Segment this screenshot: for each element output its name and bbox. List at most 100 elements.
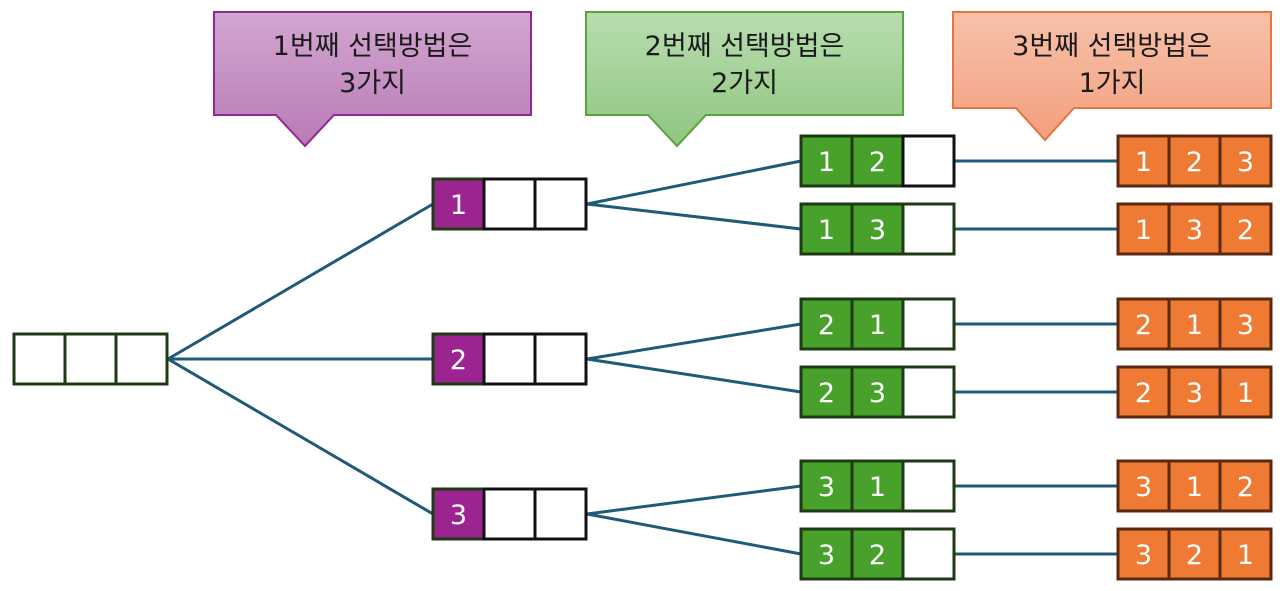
filled-slot (1167, 365, 1222, 419)
filled-slot (799, 527, 854, 581)
empty-slot (533, 487, 588, 541)
callout-line1: 1번째 선택방법은 (273, 31, 473, 62)
callout-line2: 2가지 (711, 68, 778, 99)
slot-digit: 3 (1135, 540, 1152, 571)
callout-line1: 2번째 선택방법은 (645, 31, 845, 62)
empty-slot (901, 202, 956, 256)
level3-node-2: 1 3 2 (1116, 202, 1273, 256)
edge-level1-to-level2-2 (586, 202, 802, 231)
slot-digit: 2 (1135, 378, 1152, 409)
edge-level1-to-level2-4 (586, 357, 802, 394)
level3-node-3: 2 1 3 (1116, 297, 1273, 351)
slot-digit: 2 (1186, 147, 1203, 178)
filled-slot (1218, 134, 1273, 188)
empty-slot (901, 365, 956, 419)
slot-digit: 2 (1186, 540, 1203, 571)
slot-digit: 1 (1135, 147, 1152, 178)
slot-digit: 1 (818, 147, 835, 178)
filled-slot (850, 297, 905, 351)
slot-digit: 3 (869, 378, 886, 409)
filled-slot (1116, 134, 1171, 188)
filled-slot (1167, 134, 1222, 188)
edge-root-to-level1-3 (167, 357, 434, 516)
filled-slot (1218, 297, 1273, 351)
filled-slot (431, 487, 486, 541)
level1-node-3: 3 (431, 487, 588, 541)
slot-digit: 3 (1186, 215, 1203, 246)
level3-node-1: 1 2 3 (1116, 134, 1273, 188)
edge-level1-to-level2-1 (586, 159, 802, 206)
empty-slot (482, 487, 537, 541)
empty-slot (901, 459, 956, 513)
slot-digit: 3 (818, 540, 835, 571)
slot-digit: 3 (1186, 378, 1203, 409)
slot-digit: 1 (450, 190, 467, 221)
slot-digit: 2 (869, 540, 886, 571)
slot-digit: 3 (1237, 147, 1254, 178)
callout-shape (213, 11, 532, 148)
filled-slot (1218, 365, 1273, 419)
filled-slot (799, 365, 854, 419)
callout-shape (952, 11, 1272, 142)
filled-slot (799, 134, 854, 188)
slot-digit: 2 (450, 345, 467, 376)
level1-node-2: 2 (431, 332, 588, 386)
empty-slot (533, 332, 588, 386)
edge-level1-to-level2-3 (586, 322, 802, 361)
slot-digit: 1 (1186, 310, 1203, 341)
filled-slot (850, 134, 905, 188)
empty-slot (482, 332, 537, 386)
callout-line1: 3번째 선택방법은 (1012, 31, 1212, 62)
empty-slot (901, 527, 956, 581)
slot-digit: 1 (1186, 472, 1203, 503)
callout-2: 2번째 선택방법은 2가지 (585, 11, 904, 148)
callout-3: 3번째 선택방법은 1가지 (952, 11, 1272, 142)
slot-digit: 1 (1237, 540, 1254, 571)
filled-slot (850, 459, 905, 513)
root-node (12, 332, 169, 386)
level1-node-1: 1 (431, 177, 588, 231)
callout-line2: 1가지 (1079, 68, 1146, 99)
filled-slot (1116, 459, 1171, 513)
slot-digit: 2 (1135, 310, 1152, 341)
slot-digit: 3 (1135, 472, 1152, 503)
callout-shape (585, 11, 904, 148)
slot-digit: 3 (1237, 310, 1254, 341)
empty-slot (63, 332, 118, 386)
slot-digit: 1 (1237, 378, 1254, 409)
filled-slot (1116, 527, 1171, 581)
filled-slot (1218, 202, 1273, 256)
slot-digit: 1 (818, 215, 835, 246)
slot-digit: 1 (869, 472, 886, 503)
empty-slot (114, 332, 169, 386)
slot-digit: 1 (869, 310, 886, 341)
filled-slot (1218, 527, 1273, 581)
empty-slot (533, 177, 588, 231)
tree-edges (167, 159, 1118, 556)
slot-digit: 1 (1135, 215, 1152, 246)
slot-digit: 2 (1237, 215, 1254, 246)
slot-digit: 3 (869, 215, 886, 246)
level3-node-6: 3 2 1 (1116, 527, 1273, 581)
filled-slot (431, 332, 486, 386)
slot-digit: 2 (818, 310, 835, 341)
filled-slot (1116, 297, 1171, 351)
filled-slot (850, 365, 905, 419)
empty-slot (482, 177, 537, 231)
edge-level1-to-level2-5 (586, 484, 802, 516)
filled-slot (431, 177, 486, 231)
filled-slot (1167, 527, 1222, 581)
filled-slot (1167, 459, 1222, 513)
level3-node-4: 2 3 1 (1116, 365, 1273, 419)
